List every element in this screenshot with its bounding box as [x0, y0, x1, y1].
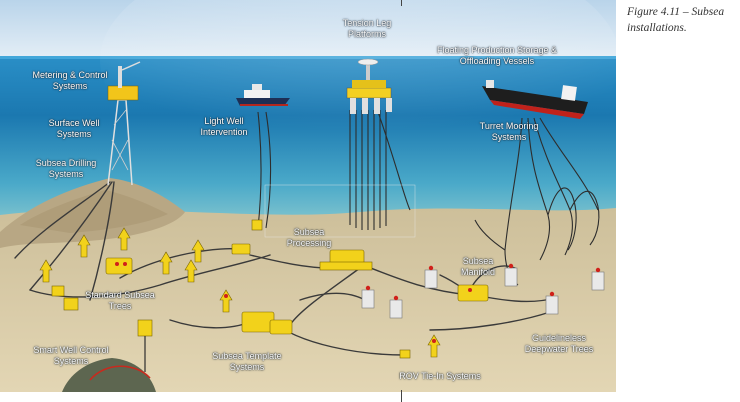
label-metering: Metering & Control Systems [32, 70, 108, 91]
label-turret: Turret Mooring Systems [479, 121, 539, 142]
label-subsea-drilling: Subsea Drilling Systems [35, 158, 97, 179]
label-tension-leg: Tension Leg Platforms [342, 18, 392, 39]
figure-caption: Figure 4.11 – Subsea installations. [627, 6, 725, 34]
guidelineless-trees [361, 267, 605, 319]
label-fpso: Floating Production Storage & Offloading… [436, 45, 558, 66]
tree-caps [115, 262, 601, 343]
seabed [0, 208, 616, 392]
label-subsea-manifold: Subsea Manifold [460, 256, 496, 277]
risers [257, 110, 599, 286]
divider-mark-top [401, 0, 402, 6]
label-standard-trees: Standard Subsea Trees [85, 290, 155, 311]
subsea-illustration: Tension Leg Platforms Floating Productio… [0, 0, 616, 392]
standard-subsea-trees [39, 227, 441, 358]
label-light-well: Light Well Intervention [200, 116, 248, 137]
label-guidelineless: Guidelineless Deepwater Trees [524, 333, 594, 354]
label-surface-well: Surface Well Systems [48, 118, 100, 139]
surface-well-platform [107, 61, 141, 186]
subsea-equipment [105, 219, 489, 359]
fpso-vessel [482, 80, 588, 119]
label-subsea-template: Subsea Template Systems [212, 351, 282, 372]
tension-leg-platform [346, 58, 392, 114]
seabed-cutaway [62, 358, 156, 392]
label-subsea-processing: Subsea Processing [286, 227, 332, 248]
label-rov: ROV Tie-In Systems [399, 371, 481, 381]
label-smart-well: Smart Well Control Systems [33, 345, 109, 366]
intervention-vessel [236, 84, 290, 106]
divider-mark-bottom [401, 390, 402, 402]
